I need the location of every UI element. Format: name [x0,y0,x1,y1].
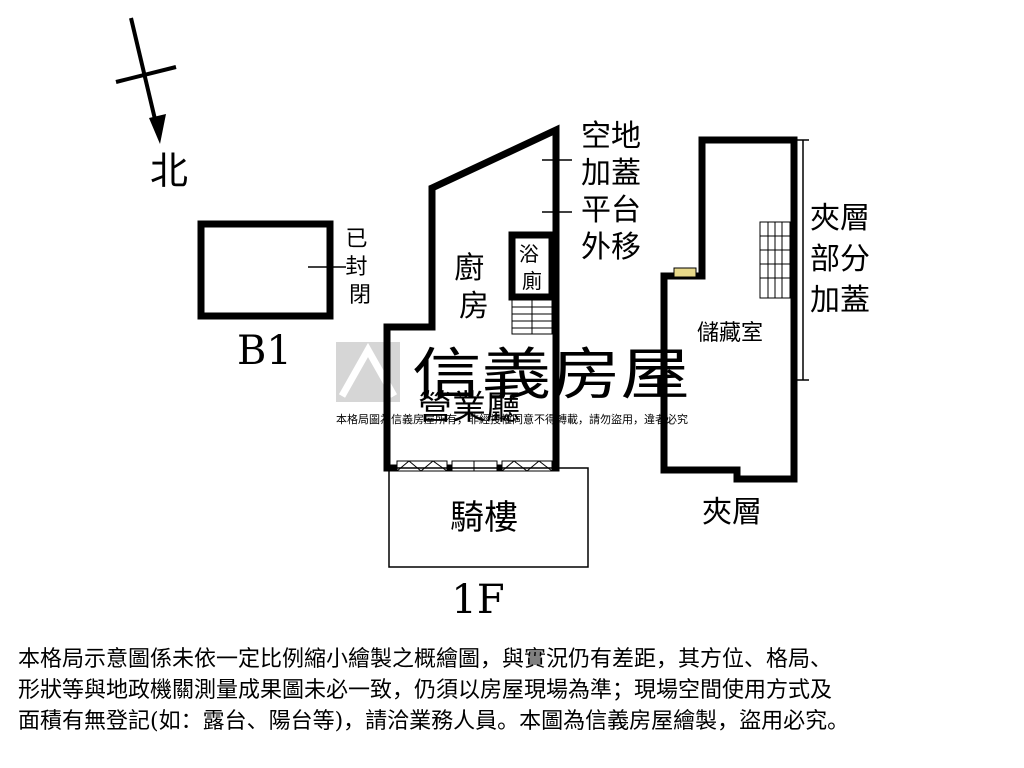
b1-sealed-char-3: 閉 [349,283,371,308]
first-floor-outline [383,124,560,472]
first-floor-note-line-1: 空地 [581,119,641,154]
arcade-label: 騎樓 [450,498,518,538]
mezzanine-note-line-2: 部分 [810,242,870,277]
disclaimer-text: 本格局示意圖係未依一定比例縮小繪製之概繪圖，與實況仍有差距，其方位、格局、 形狀… [18,644,1018,737]
b1-sealed-char-2: 封 [345,255,367,280]
disclaimer-line-3: 面積有無登記(如：露台、陽台等)，請洽業務人員。本圖為信義房屋繪製，盜用必究。 [18,709,850,734]
kitchen-char-2: 房 [459,289,489,324]
disclaimer-line-1: 本格局示意圖係未依一定比例縮小繪製之概繪圖，與實況仍有差距，其方位、格局、 [18,647,833,672]
mezzanine-hatch-icon [673,267,697,278]
first-floor-note-line-2: 加蓋 [581,156,641,191]
first-floor-note-ticks [542,159,572,213]
business-hall-label: 營業廳 [418,388,520,428]
bathroom-char-2: 廁 [522,269,542,293]
watermark-brand: 信義房屋 [412,343,690,408]
north-arrow-icon [115,17,177,144]
kitchen-label: 廚 房 [454,251,494,324]
mezzanine-floor-label: 夾層 [702,495,762,530]
mezzanine-dimension-line [797,139,809,381]
b1-sealed-char-1: 已 [345,227,367,252]
storage-label: 儲藏室 [697,321,763,346]
mezzanine-note: 夾層 部分 加蓋 [810,201,880,318]
floor-plan-diagram: 信義房屋 本格局圖為信義房屋所有，非經授權同意不得轉載，請勿盜用，違者必究 北 … [115,17,880,623]
kitchen-char-1: 廚 [454,251,484,286]
first-floor-label: 1F [451,577,504,623]
bathroom-char-1: 浴 [519,242,539,266]
b1-floor-label: B1 [237,328,292,374]
mezzanine-note-line-1: 夾層 [810,201,870,236]
first-floor-note: 空地 加蓋 平台 外移 [581,119,651,265]
first-floor-note-line-3: 平台 [581,193,641,228]
mezzanine-note-line-3: 加蓋 [810,283,870,318]
north-label: 北 [150,149,188,193]
bathroom-label: 浴 廁 [519,242,545,293]
b1-sealed-label: 已 封 閉 [345,227,374,308]
storefront-door-icon [396,460,553,472]
staircase-icon [511,299,553,335]
first-floor-note-line-4: 外移 [581,230,641,265]
watermark-notice: 本格局圖為信義房屋所有，非經授權同意不得轉載，請勿盜用，違者必究 [336,412,688,426]
mezzanine-ladder-icon [759,221,791,299]
disclaimer-line-2: 形狀等與地政機關測量成果圖未必一致，仍須以房屋現場為準；現場空間使用方式及 [18,678,833,703]
bathroom-outline [508,231,556,301]
mezzanine-outline [660,136,798,483]
b1-room-outline [197,220,334,320]
arcade-outline [388,467,589,568]
